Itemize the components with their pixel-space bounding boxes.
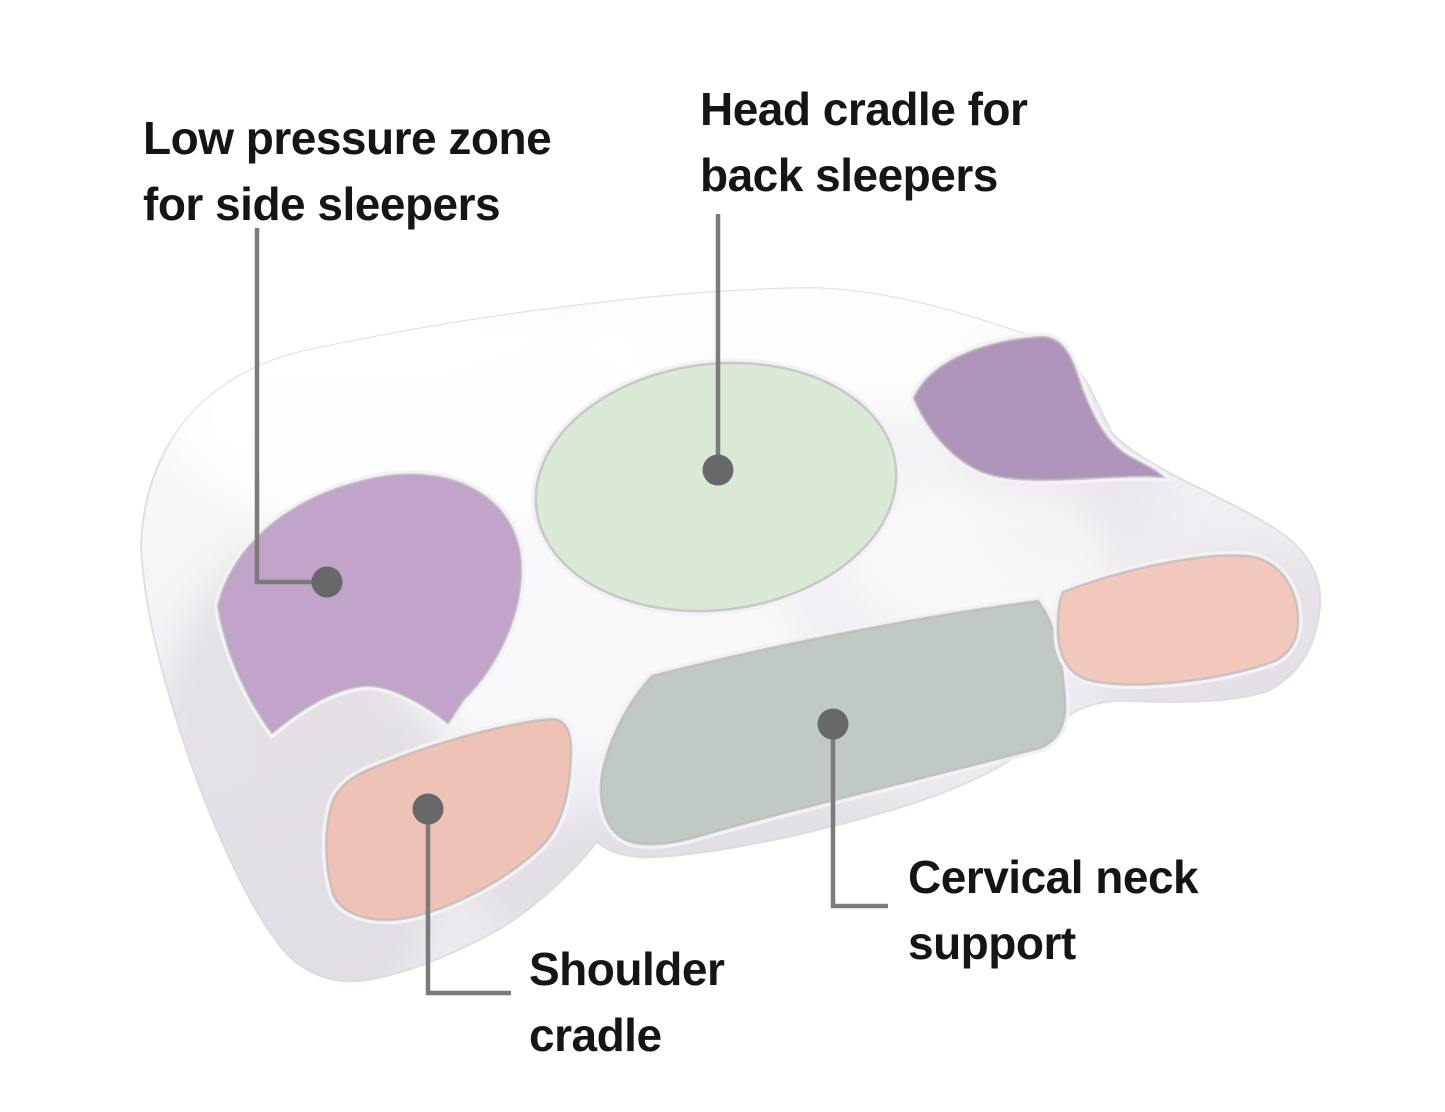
label-neck-support: Cervical neck support — [908, 844, 1199, 976]
dot-side-sleepers — [311, 566, 343, 598]
label-head-cradle-line1: Head cradle for — [700, 83, 1028, 135]
label-shoulder-cradle-line1: Shoulder — [529, 943, 725, 995]
zone-shoulder-right — [1056, 554, 1300, 686]
label-side-sleepers: Low pressure zone for side sleepers — [143, 105, 552, 237]
dot-head-cradle — [702, 454, 734, 486]
label-shoulder-cradle-line2: cradle — [529, 1009, 662, 1061]
label-side-sleepers-line1: Low pressure zone — [143, 112, 552, 164]
label-head-cradle-line2: back sleepers — [700, 149, 998, 201]
label-side-sleepers-line2: for side sleepers — [143, 178, 501, 230]
leader-shoulder-cradle — [425, 823, 511, 996]
zone-shoulder-left — [325, 717, 573, 922]
leader-neck-support — [830, 738, 888, 909]
zone-side-right — [912, 335, 1167, 482]
label-neck-support-line2: support — [908, 917, 1076, 969]
dot-shoulder-cradle — [412, 793, 444, 825]
label-shoulder-cradle: Shoulder cradle — [529, 936, 725, 1068]
leader-side-sleepers — [254, 228, 315, 585]
label-head-cradle: Head cradle for back sleepers — [700, 76, 1028, 208]
dot-neck-support — [817, 708, 849, 740]
zone-side-left — [216, 473, 523, 735]
label-neck-support-line1: Cervical neck — [908, 851, 1199, 903]
zone-head-cradle — [534, 361, 898, 613]
